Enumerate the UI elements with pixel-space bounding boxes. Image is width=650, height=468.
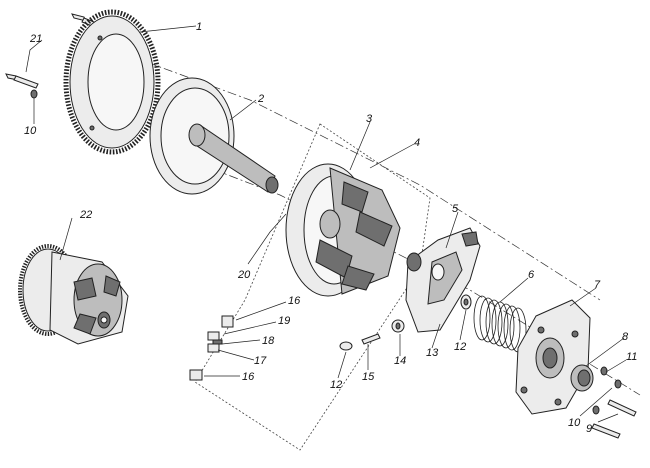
callout-20: 20 — [237, 269, 251, 281]
part-10-washer — [30, 89, 38, 99]
part-6-spring — [473, 295, 527, 353]
leader-lines — [25, 25, 627, 423]
part-7-cover — [515, 299, 591, 415]
callout-3: 3 — [366, 113, 373, 125]
parts-12-14-15-pins — [339, 319, 405, 351]
callout-4: 4 — [414, 137, 420, 149]
callout-12-right: 12 — [454, 341, 466, 353]
callout-16-top: 16 — [288, 295, 301, 307]
callout-22: 22 — [79, 209, 92, 221]
part-22-assembled-clutch — [18, 244, 129, 345]
part-2-fixed-sheave — [149, 77, 279, 195]
callout-12-bottom: 12 — [330, 379, 342, 391]
callout-6: 6 — [528, 269, 535, 281]
callout-16-bottom: 16 — [242, 371, 255, 383]
callouts: 1 2 3 4 5 6 7 8 9 10 10 11 12 12 13 14 1… — [24, 21, 637, 435]
callout-10-right: 10 — [568, 417, 581, 429]
callout-11: 11 — [626, 351, 637, 363]
part-1-ring-gear — [63, 9, 161, 155]
callout-9: 9 — [586, 423, 592, 435]
callout-18: 18 — [262, 335, 275, 347]
callout-7: 7 — [594, 279, 601, 291]
callout-14: 14 — [394, 355, 406, 367]
part-9-11-screws — [591, 366, 637, 439]
parts-16-19-rollers — [189, 315, 234, 381]
callout-19: 19 — [278, 315, 290, 327]
part-3-moveable-sheave — [285, 163, 401, 297]
part-5-spider — [405, 227, 481, 333]
callout-13: 13 — [426, 347, 439, 359]
callout-21: 21 — [29, 33, 42, 45]
assembly-group-box — [194, 123, 431, 451]
callout-2: 2 — [257, 93, 264, 105]
callout-10-left: 10 — [24, 125, 37, 137]
part-12-bushing-right — [460, 294, 472, 310]
callout-5: 5 — [452, 203, 459, 215]
callout-8: 8 — [622, 331, 629, 343]
callout-1: 1 — [196, 21, 202, 33]
callout-17: 17 — [254, 355, 267, 367]
part-8-bushing — [570, 364, 594, 392]
callout-15: 15 — [362, 371, 375, 383]
